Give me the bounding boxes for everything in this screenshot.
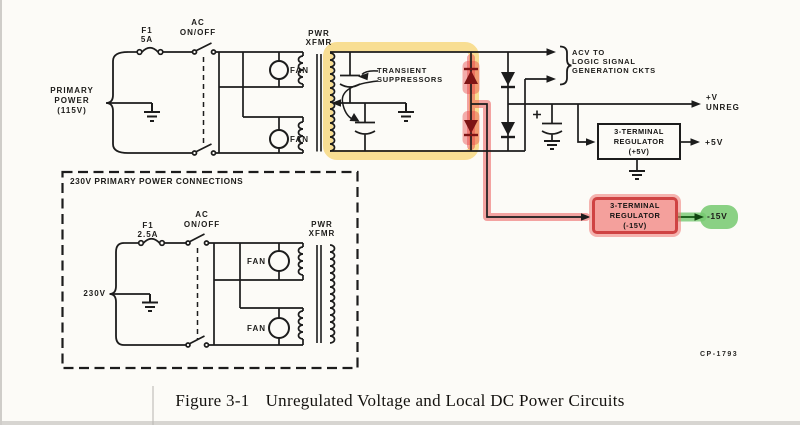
minus15v-output-label: -15V [707,211,728,221]
fan1-230v-label: FAN [247,257,266,266]
primary-power-115v-label: PRIMARY POWER (115V) [42,86,102,116]
xfmr-label-line: PWR [308,29,330,38]
fuse-230v-label: F1 2.5A [132,221,164,239]
ac-switch-230v-label: AC ON/OFF [180,210,224,229]
xfmr-label-line: XFMR [305,38,333,47]
fuse-rating: 5A [140,35,154,44]
pwr-xfmr-230v-label: PWR XFMR [301,220,343,238]
fuse-rating: 2.5A [137,230,159,239]
regulator-box-line: 3-TERMINAL [614,126,664,136]
source-label-line: (115V) [57,106,87,115]
regulator-box-line: REGULATOR [613,136,665,146]
fuse-designator: F1 [141,26,153,35]
unreg-label-line: UNREG [706,103,740,112]
switch-label-line: ON/OFF [179,27,217,37]
section-230v-title: 230V PRIMARY POWER CONNECTIONS [70,176,244,186]
acv-label-line: GENERATION CKTS [572,66,656,75]
regulator-box-line: (+5V) [628,146,650,156]
suppressor-label-line: SUPPRESSORS [377,75,443,84]
suppressor-label-line: TRANSIENT [377,66,428,75]
transient-suppressors-label: TRANSIENT SUPPRESSORS [377,66,443,84]
drawing-number: CP-1793 [700,351,739,358]
acv-logic-label: ACV TO LOGIC SIGNAL GENERATION CKTS [572,48,656,75]
wires-115v-primary [105,42,303,156]
switch-label-line: ON/OFF [183,219,221,229]
ac-switch-115v-label: AC ON/OFF [176,18,220,37]
unreg-label-line: +V [706,93,719,102]
pwr-xfmr-115v-label: PWR XFMR [298,29,340,47]
fan1-115v-label: FAN [290,66,309,75]
transformer-115v [297,52,336,153]
regulator-box-line: REGULATOR [609,210,661,220]
v-unreg-label: +V UNREG [706,93,740,113]
fuse-designator: F1 [142,221,154,230]
scan-fold-mark [152,386,154,425]
source-230v-label: 230V [83,289,106,298]
transient-suppressor-network [330,51,548,152]
acv-label-line: LOGIC SIGNAL [572,57,636,66]
xfmr-label-line: PWR [311,220,333,229]
scan-edge-left [0,0,2,425]
regulator-minus15v-box: 3-TERMINAL REGULATOR (-15V) [592,197,678,234]
switch-label-line: AC [195,210,209,219]
switch-label-line: AC [191,18,205,27]
fan2-230v-label: FAN [247,324,266,333]
acv-label-line: ACV TO [572,48,605,57]
plus5v-output-label: +5V [705,137,724,147]
source-label-line: PRIMARY [50,86,94,95]
source-label-line: POWER [54,96,90,105]
rectifier-diodes [464,52,526,151]
figure-label: Figure 3-1 [175,391,250,410]
output-wiring [471,45,704,221]
xfmr-label-line: XFMR [308,229,336,238]
figure-title: Unregulated Voltage and Local DC Power C… [265,391,625,410]
scan-edge-bottom [0,421,800,425]
regulator-5v-box: 3-TERMINAL REGULATOR (+5V) [597,123,681,160]
figure-caption: Figure 3-1 Unregulated Voltage and Local … [0,391,800,411]
regulator-box-line: 3-TERMINAL [610,200,660,210]
regulator-box-line: (-15V) [623,220,647,230]
fuse-115v-label: F1 5A [132,26,162,44]
wires-230v-primary [61,170,359,370]
fan2-115v-label: FAN [290,135,309,144]
